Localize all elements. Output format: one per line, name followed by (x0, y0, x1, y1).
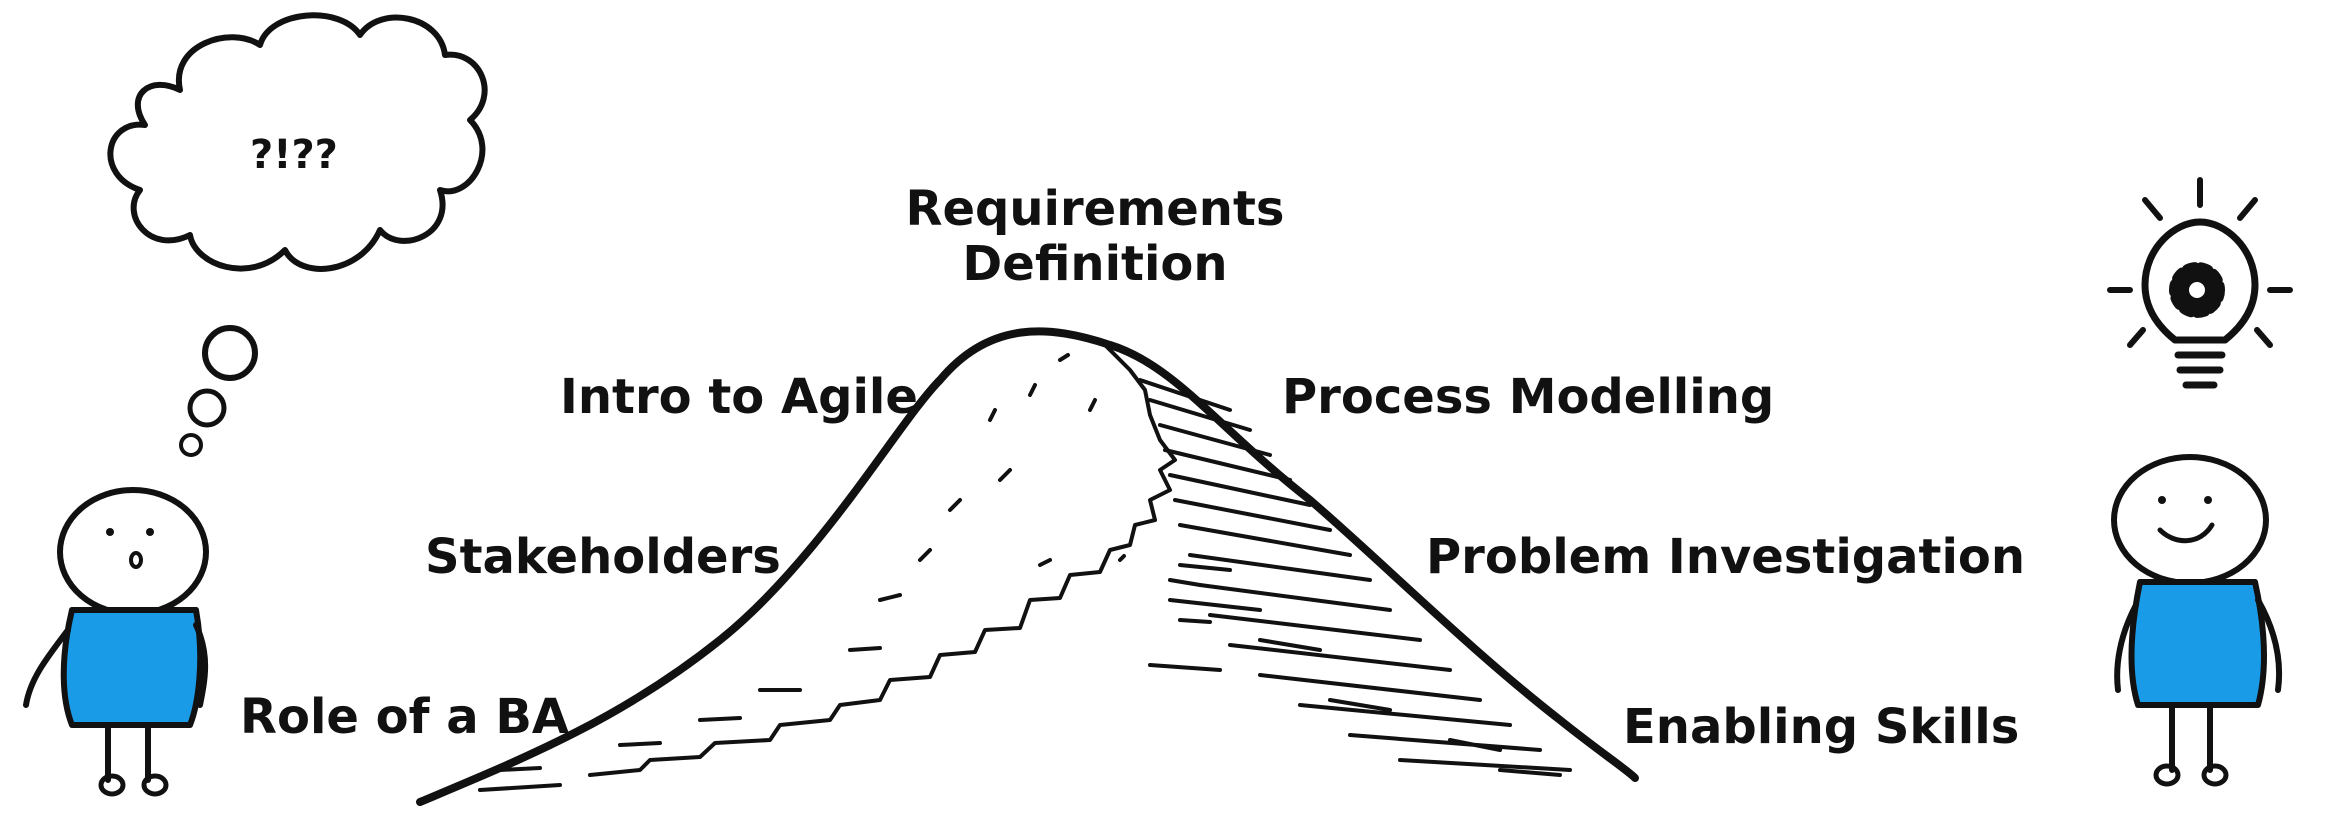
mountain-ridge (588, 343, 1177, 777)
left-figure-eye (106, 528, 114, 536)
right-figure-foot (2153, 763, 2181, 787)
step-label-problem-investigation: Problem Investigation (1426, 529, 2026, 585)
right-figure-arm (2255, 597, 2283, 693)
right-figure-body (2128, 579, 2267, 708)
lightbulb-gear-icon (2107, 177, 2293, 389)
thought-bubble (107, 12, 488, 272)
thought-dot-small (179, 433, 203, 457)
mountain-shading (1138, 378, 1572, 777)
step-label-role-of-a-ba: Role of a BA (240, 689, 570, 745)
right-figure-smile (2157, 522, 2215, 544)
bulb-base (2174, 351, 2226, 389)
peak-label: Requirements Definition (905, 181, 1285, 293)
step-label-process-modelling: Process Modelling (1282, 369, 1775, 425)
right-figure-head (2111, 454, 2269, 586)
step-label-intro-to-agile: Intro to Agile (560, 369, 918, 425)
right-figure-eye (2158, 496, 2166, 504)
mountain-illustration (416, 327, 1639, 806)
right-stick-figure (2111, 454, 2283, 787)
bulb-rays (2107, 177, 2293, 348)
step-label-enabling-skills: Enabling Skills (1623, 699, 2020, 755)
step-label-stakeholders: Stakeholders (425, 529, 781, 585)
mountain-outline (416, 327, 1639, 806)
left-figure-mouth (129, 551, 143, 569)
mountain-slope-marks (478, 353, 1212, 792)
thought-dot-medium (187, 388, 227, 428)
left-figure-leg (105, 722, 151, 783)
right-figure-arm (2114, 602, 2139, 693)
left-figure-body (60, 607, 204, 728)
right-figure-leg (2169, 702, 2213, 773)
left-figure-arm (193, 622, 209, 708)
thought-dot-large (202, 325, 258, 381)
bulb-outline (2141, 218, 2259, 344)
left-figure-foot (141, 773, 169, 797)
left-figure-arm (23, 627, 71, 708)
left-figure-foot (98, 773, 126, 797)
thought-bubble-text: ?!?? (250, 132, 338, 178)
right-figure-eye (2204, 496, 2212, 504)
left-stick-figure (23, 487, 209, 797)
right-figure-foot (2201, 763, 2229, 787)
left-figure-eye (146, 528, 154, 536)
gear-hole (2189, 282, 2205, 298)
